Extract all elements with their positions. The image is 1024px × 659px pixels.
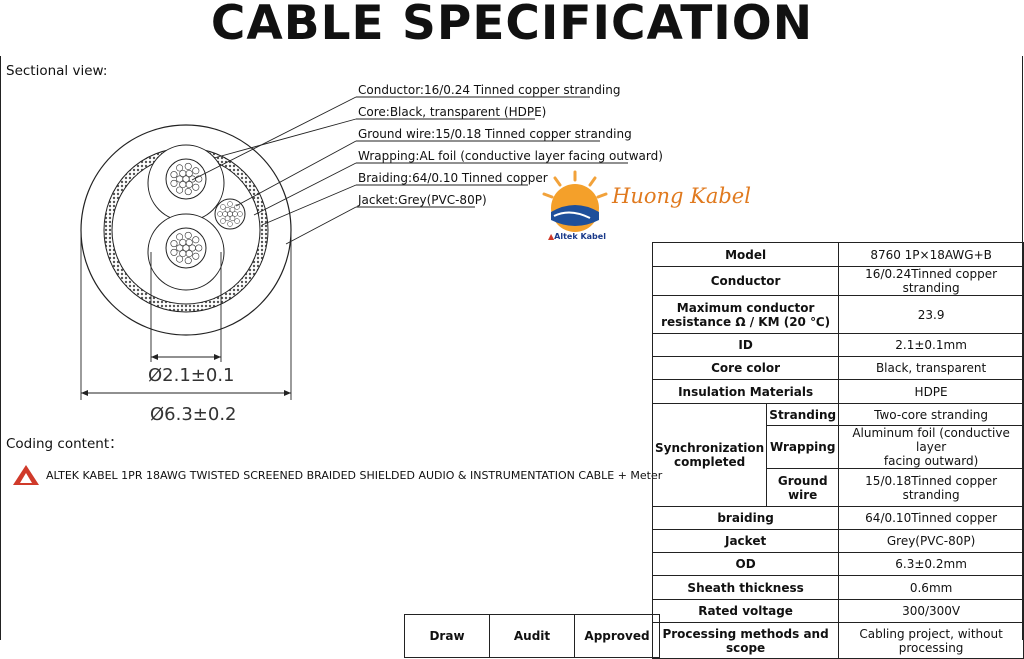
id-value: 2.1±0.1mm: [838, 333, 1024, 357]
strand: [229, 206, 236, 213]
coding-content-line: ALTEK KABEL 1PR 18AWG TWISTED SCREENED B…: [12, 464, 662, 486]
insulation-value: HDPE: [838, 379, 1024, 404]
inner-dimension: Ø2.1±0.1: [148, 365, 235, 386]
conductor-value: 16/0.24Tinned copper stranding: [838, 266, 1024, 296]
strand: [170, 248, 178, 256]
model-label: Model: [651, 242, 840, 267]
strand: [185, 181, 193, 189]
stranding-label: Stranding: [766, 403, 840, 426]
page-title: CABLE SPECIFICATION: [210, 0, 814, 51]
strand: [185, 169, 193, 177]
strand: [192, 183, 200, 191]
strand: [170, 240, 178, 248]
callout-wrapping: Wrapping:AL foil (conductive layer facin…: [358, 149, 663, 163]
strand: [234, 218, 240, 224]
conductor-label: Conductor: [651, 266, 840, 296]
approval-table: Draw Audit Approved: [404, 614, 660, 658]
callout-braiding: Braiding:64/0.10 Tinned copper: [358, 171, 548, 185]
strand: [192, 236, 200, 244]
strand: [192, 252, 200, 260]
sheath-value: 0.6mm: [838, 575, 1024, 600]
id-label: ID: [651, 333, 840, 357]
strand: [192, 167, 200, 175]
braiding-value: 64/0.10Tinned copper: [838, 506, 1024, 530]
insulation-label: Insulation Materials: [651, 379, 840, 404]
core-color-value: Black, transparent: [838, 356, 1024, 380]
jacket-value: Grey(PVC-80P): [838, 529, 1024, 553]
sectional-view-label: Sectional view:: [6, 63, 108, 79]
strand: [170, 171, 178, 179]
strand: [227, 221, 233, 227]
strand: [237, 211, 243, 217]
strand: [195, 244, 203, 252]
strand: [227, 201, 233, 207]
strand: [220, 204, 226, 210]
altek-small-logo: ▲Altek Kabel: [548, 232, 606, 241]
processing-value: Cabling project, without processing: [838, 622, 1024, 659]
strand: [176, 233, 184, 241]
strand: [220, 218, 226, 224]
core-color-label: Core color: [651, 356, 840, 380]
strand: [224, 215, 231, 222]
coding-content-label: Coding content：: [6, 436, 123, 452]
strand: [185, 238, 193, 246]
sheath-label: Sheath thickness: [651, 575, 840, 600]
wrapping-label: Wrapping: [766, 425, 840, 469]
jacket-label: Jacket: [651, 529, 840, 553]
od-value: 6.3±0.2mm: [838, 552, 1024, 576]
callout-conductor: Conductor:16/0.24 Tinned copper strandin…: [358, 83, 620, 97]
callout-ground-wire: Ground wire:15/0.18 Tinned copper strand…: [358, 127, 632, 141]
strand: [217, 211, 223, 217]
strand: [184, 231, 192, 239]
stranding-value: Two-core stranding: [838, 403, 1024, 426]
ground-wire-value: 15/0.18Tinned copper stranding: [838, 468, 1024, 507]
strand: [176, 255, 184, 263]
approved-label: Approved: [574, 614, 660, 658]
strand: [185, 250, 193, 258]
altek-small-text: Altek Kabel: [554, 232, 606, 241]
strand: [184, 162, 192, 170]
strand: [184, 188, 192, 196]
altek-triangle-icon: ▲: [548, 232, 555, 241]
strand: [176, 244, 184, 252]
frame-left-border: [0, 56, 1, 640]
huong-kabel-logo: [542, 170, 608, 232]
cable-cross-section-diagram: Ø2.1±0.1 Ø6.3±0.2 Conductor:16/0.24 Tinn…: [80, 83, 663, 425]
callout-jacket: Jacket:Grey(PVC-80P): [357, 193, 487, 207]
strand: [176, 186, 184, 194]
braiding-label: braiding: [651, 506, 840, 530]
strand: [176, 175, 184, 183]
od-label: OD: [651, 552, 840, 576]
strand: [224, 206, 231, 213]
strand: [184, 257, 192, 265]
draw-label: Draw: [404, 614, 490, 658]
altek-logo-icon: [13, 465, 39, 485]
audit-label: Audit: [489, 614, 575, 658]
voltage-value: 300/300V: [838, 599, 1024, 623]
strand: [176, 164, 184, 172]
strand: [170, 179, 178, 187]
outer-dimension: Ø6.3±0.2: [150, 404, 237, 425]
strand: [179, 250, 187, 258]
voltage-label: Rated voltage: [651, 599, 840, 623]
resistance-value: 23.9: [838, 295, 1024, 334]
strand: [179, 181, 187, 189]
coding-content-text: ALTEK KABEL 1PR 18AWG TWISTED SCREENED B…: [46, 468, 663, 482]
strand: [229, 215, 236, 222]
callout-core: Core:Black, transparent (HDPE): [358, 105, 546, 119]
brand-name: Huong Kabel: [612, 184, 751, 208]
model-value: 8760 1P×18AWG+B: [838, 242, 1024, 267]
processing-label: Processing methods and scope: [651, 622, 840, 659]
strand: [234, 204, 240, 210]
